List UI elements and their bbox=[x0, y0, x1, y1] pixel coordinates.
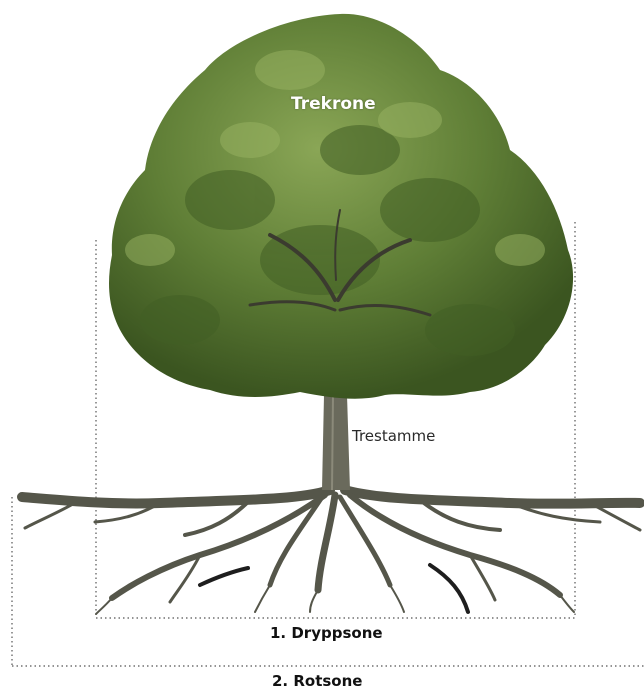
tree-crown bbox=[109, 14, 573, 399]
trunk-label: Trestamme bbox=[352, 427, 435, 445]
drip-zone-label: 1. Dryppsone bbox=[270, 624, 383, 642]
root-zone-label: 2. Rotsone bbox=[272, 672, 362, 690]
crown-label: Trekrone bbox=[291, 94, 376, 114]
root-system bbox=[22, 490, 640, 614]
